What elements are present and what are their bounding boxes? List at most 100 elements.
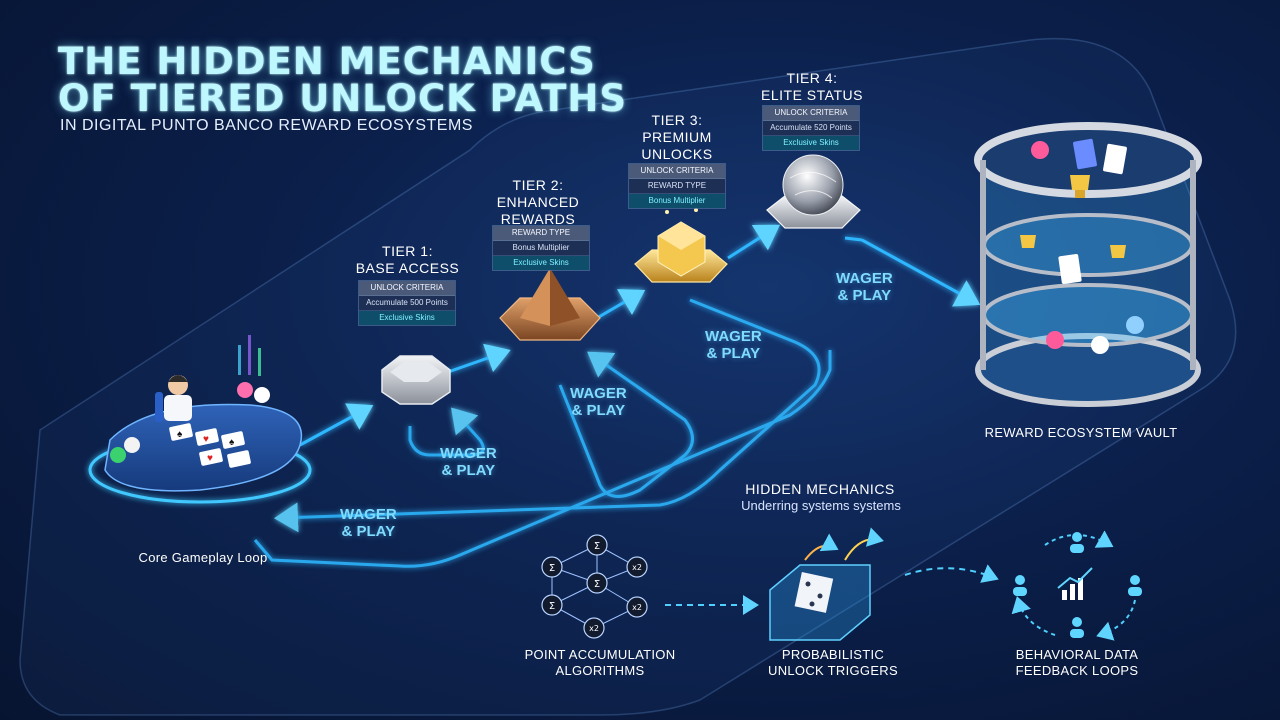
tier4-label-line1: TIER 4: [786,70,838,86]
wager-play-3-line1: WAGER [570,385,627,402]
wager-play-label-1: WAGER & PLAY [340,506,397,540]
tier2-pyramid-icon [499,268,601,341]
node-sum-4 [541,594,563,616]
path-tier4-to-vault [861,238,981,307]
tier4-sphere-icon [766,154,861,229]
node-sum-2-label: Σ [594,541,600,552]
tier3-card-row2: REWARD TYPE [629,179,725,194]
network-nodes [541,534,648,639]
loop-tier1 [408,407,485,457]
node-x2-3 [583,617,605,639]
tier1-label-line1: TIER 1: [382,243,433,259]
tier4-card: UNLOCK CRITERIA Accumulate 520 Points Ex… [762,105,860,151]
mechanic-probabilistic-triggers: PROBABILISTIC UNLOCK TRIGGERS [738,647,928,679]
wager-play-2-line2: & PLAY [441,462,496,479]
dealer-body-icon [164,395,192,421]
path-tier3-to-tier4 [727,224,781,260]
tier2-card-row1: REWARD TYPE [493,226,589,241]
tier4-label-line2: ELITE STATUS [761,87,863,103]
core-loop-label: Core Gameplay Loop [138,550,268,565]
vault-trophy-icon [1070,175,1090,190]
card-suit-1: ♠ [177,429,183,440]
tier4-card-row3: Exclusive Skins [763,136,859,150]
tier2-label: TIER 2: ENHANCED REWARDS [483,177,593,228]
tier2-label-line2: ENHANCED [496,194,580,210]
loop-base [253,350,832,568]
tier3-label-line3: UNLOCKS [641,146,713,162]
wager-play-2-line1: WAGER [440,445,497,462]
tier3-card-row1: UNLOCK CRITERIA [629,164,725,179]
node-x2-1 [626,556,648,578]
wager-play-label-4: WAGER & PLAY [705,328,762,362]
tier2-card: REWARD TYPE Bonus Multiplier Exclusive S… [492,225,590,271]
node-x2-2-label: x2 [632,603,642,612]
wager-play-label-5: WAGER & PLAY [836,270,893,304]
tier1-card-row1: UNLOCK CRITERIA [359,281,455,296]
tier1-card: UNLOCK CRITERIA Accumulate 500 Points Ex… [358,280,456,326]
page-subtitle: IN DIGITAL PUNTO BANCO REWARD ECOSYSTEMS [60,117,473,134]
dice-icon [769,527,884,641]
node-sum-1-label: Σ [549,563,555,574]
card-suit-3: ♠ [229,437,235,448]
mechanic-2-line1: PROBABILISTIC [781,647,885,662]
mechanic-behavioral-feedback: BEHAVIORAL DATA FEEDBACK LOOPS [982,647,1172,679]
card-suit-2: ♥ [203,434,209,445]
mechanic-3-line2: FEEDBACK LOOPS [1015,663,1139,678]
wager-play-1-line2: & PLAY [341,523,396,540]
tier4-card-row1: UNLOCK CRITERIA [763,106,859,121]
wager-play-3-line2: & PLAY [571,402,626,419]
hidden-mechanics-title: HIDDEN MECHANICS [745,481,895,497]
platform-outline [19,37,1237,716]
node-sum-1 [541,556,563,578]
tier2-label-line3: REWARDS [500,211,576,227]
node-x2-3-label: x2 [589,624,599,633]
page-title-line1: THE HIDDEN MECHANICS [58,40,596,83]
node-sum-3 [586,572,608,594]
wager-play-4-line1: WAGER [705,328,762,345]
mechanic-1-line2: ALGORITHMS [555,663,645,678]
tier4-label: TIER 4: ELITE STATUS [752,70,872,104]
user-icons [1013,532,1142,638]
wager-play-label-3: WAGER & PLAY [570,385,627,419]
mechanic-point-accumulation: POINT ACCUMULATION ALGORITHMS [505,647,695,679]
tier4-card-row2: Accumulate 520 Points [763,121,859,136]
tier3-card: UNLOCK CRITERIA REWARD TYPE Bonus Multip… [628,163,726,209]
tier3-label-line1: TIER 3: [651,112,703,128]
wager-play-1-line1: WAGER [340,506,397,523]
loop-tier3 [274,298,821,533]
vault-label: REWARD ECOSYSTEM VAULT [984,425,1178,440]
node-sum-4-label: Σ [549,601,555,612]
tier2-label-line1: TIER 2: [512,177,564,193]
path-tier2-to-tier3 [596,289,646,320]
reward-vault-icon [974,122,1202,407]
dashed-arrow-2 [904,564,999,583]
core-gameplay-table [88,335,312,504]
tier1-label: TIER 1: BASE ACCESS [350,243,465,277]
tier3-card-row3: Bonus Multiplier [629,194,725,208]
card-suit-4: ♥ [207,453,213,464]
mechanic-3-line1: BEHAVIORAL DATA [1015,647,1139,662]
path-vault-return [844,236,863,242]
wager-play-5-line1: WAGER [836,270,893,287]
wager-play-label-2: WAGER & PLAY [440,445,497,479]
tier2-card-row2: Bonus Multiplier [493,241,589,256]
node-sum-3-label: Σ [594,579,600,590]
mechanic-2-line2: UNLOCK TRIGGERS [768,663,898,678]
tier2-card-row3: Exclusive Skins [493,256,589,270]
dealer-hair [168,375,188,382]
path-tier1-to-tier2 [447,343,511,374]
path-core-to-tier1 [299,403,374,447]
node-sum-2 [586,534,608,556]
vault-card-icon [1073,138,1097,170]
mechanic-1-line1: POINT ACCUMULATION [524,647,676,662]
tier3-label: TIER 3: PREMIUM UNLOCKS [622,112,732,163]
bar-chart-icon [1057,567,1093,600]
node-x2-2 [626,596,648,618]
chip-stack-icon [110,447,126,463]
node-x2-1-label: x2 [632,563,642,572]
tier3-cube-icon [634,201,728,283]
tier1-label-line2: BASE ACCESS [355,260,460,276]
user-icon [1072,532,1082,542]
page-title-line2: OF TIERED UNLOCK PATHS [58,77,628,120]
